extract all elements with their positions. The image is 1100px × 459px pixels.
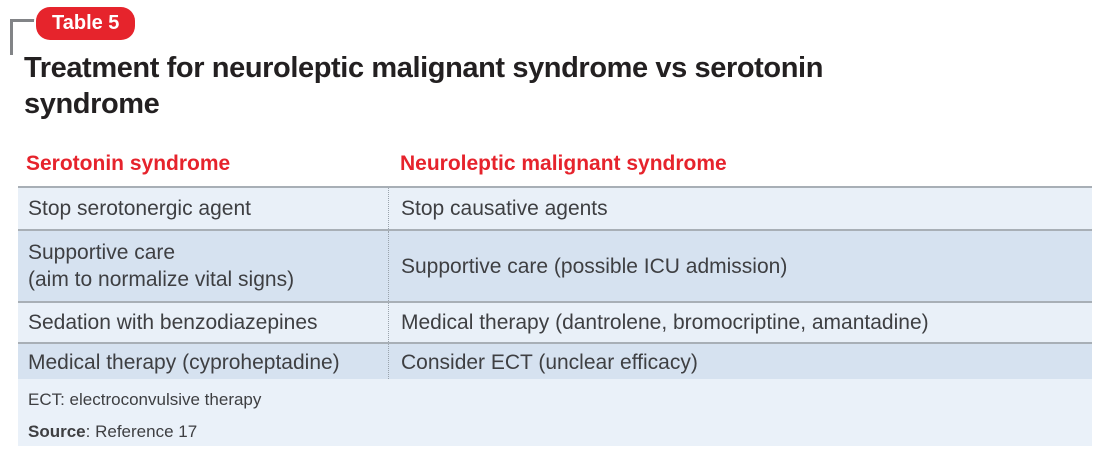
corner-bracket-icon (10, 19, 43, 55)
cell-serotonin: Sedation with benzodiazepines (28, 311, 318, 334)
cell-nms: Stop causative agents (388, 188, 1092, 229)
table-row: Sedation with benzodiazepines Medical th… (18, 301, 1092, 342)
column-header-nms: Neuroleptic malignant syndrome (400, 152, 727, 175)
table-body: Stop serotonergic agent Stop causative a… (18, 186, 1092, 383)
table-number-badge: Table 5 (36, 7, 136, 40)
cell-serotonin: Stop serotonergic agent (28, 197, 251, 220)
figure-title: Treatment for neuroleptic malignant synd… (24, 52, 824, 120)
source-label: Source (28, 422, 86, 441)
table-row: Supportive care (aim to normalize vital … (18, 229, 1092, 301)
footnotes: ECT: electroconvulsive therapy Source: R… (18, 379, 1092, 446)
table-row: Stop serotonergic agent Stop causative a… (18, 186, 1092, 229)
cell-nms: Consider ECT (unclear efficacy) (388, 344, 1092, 381)
column-headers: Serotonin syndrome Neuroleptic malignant… (18, 152, 1092, 176)
cell-serotonin: Medical therapy (cyproheptadine) (28, 351, 340, 374)
column-header-serotonin: Serotonin syndrome (26, 152, 231, 175)
source-note: Source: Reference 17 (28, 422, 1082, 442)
table-row: Medical therapy (cyproheptadine) Conside… (18, 342, 1092, 383)
abbreviation-note: ECT: electroconvulsive therapy (28, 390, 262, 409)
source-text: : Reference 17 (85, 422, 198, 441)
cell-nms: Supportive care (possible ICU admission) (388, 231, 1092, 301)
cell-serotonin: Supportive care (aim to normalize vital … (28, 241, 295, 291)
cell-nms: Medical therapy (dantrolene, bromocripti… (388, 303, 1092, 342)
